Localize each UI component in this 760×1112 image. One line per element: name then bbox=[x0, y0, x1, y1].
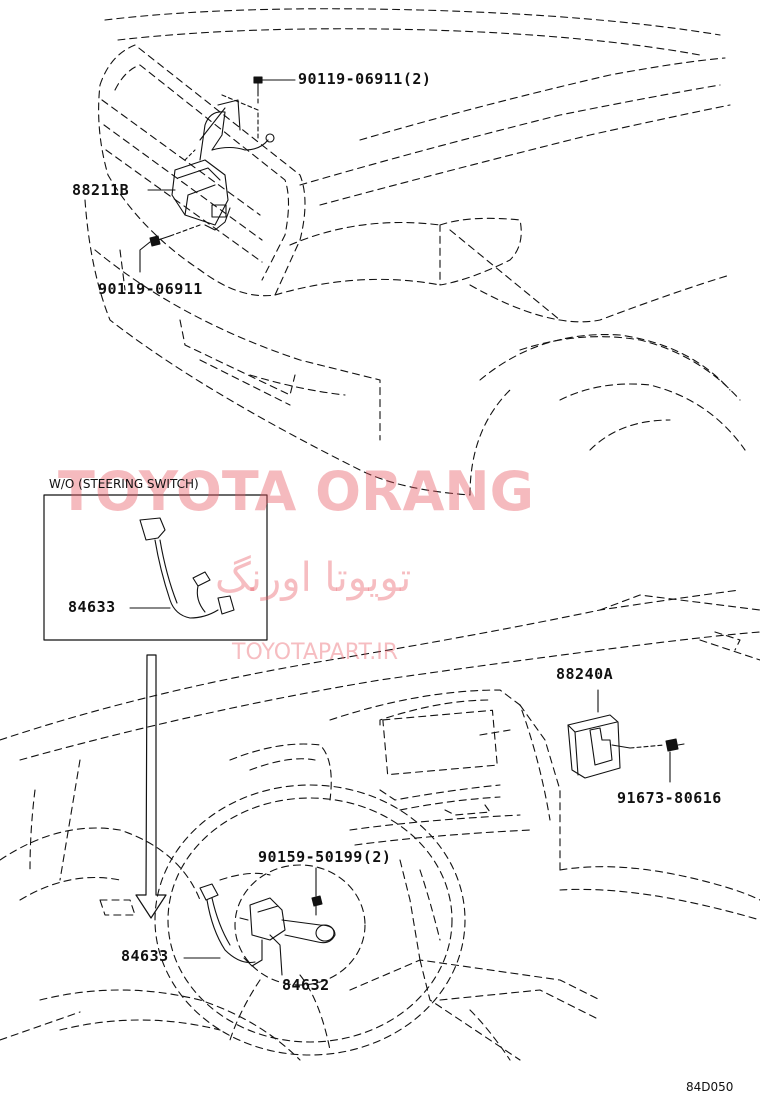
screw-switch-drawing bbox=[311, 867, 323, 916]
label-bolt-top: 90119-06911(2) bbox=[298, 70, 432, 88]
control-unit-drawing bbox=[567, 689, 665, 779]
label-switch-steering: 84632 bbox=[282, 976, 330, 994]
diagram-code: 84D050 bbox=[686, 1080, 734, 1094]
watermark-brand: TOYOTA ORANG bbox=[58, 460, 534, 523]
dashboard-outline bbox=[0, 589, 760, 1061]
watermark-url: TOYOTAPART.IR bbox=[232, 640, 399, 665]
label-sensor-front: 88211B bbox=[72, 181, 130, 199]
vehicle-front-outline bbox=[84, 8, 746, 496]
steering-wire-drawing bbox=[183, 883, 263, 967]
inset-title: W/O (STEERING SWITCH) bbox=[49, 477, 199, 491]
inset-frame bbox=[43, 494, 268, 641]
label-screw-switch: 90159-50199(2) bbox=[258, 848, 392, 866]
label-screw-unit: 91673-80616 bbox=[617, 789, 722, 807]
front-sensor-drawing bbox=[171, 99, 275, 231]
steering-switch-drawing bbox=[239, 897, 336, 976]
label-bolt-front: 90119-06911 bbox=[98, 280, 203, 298]
label-wire-steering: 84633 bbox=[121, 947, 169, 965]
screw-unit-drawing bbox=[665, 738, 685, 783]
label-wire-inset: 84633 bbox=[68, 598, 116, 616]
bolt-top-drawing bbox=[221, 76, 296, 141]
watermark-brand-fa: تویوتا اورنگ bbox=[215, 555, 412, 601]
bolt-front-drawing bbox=[139, 224, 201, 273]
label-control-unit: 88240A bbox=[556, 665, 614, 683]
